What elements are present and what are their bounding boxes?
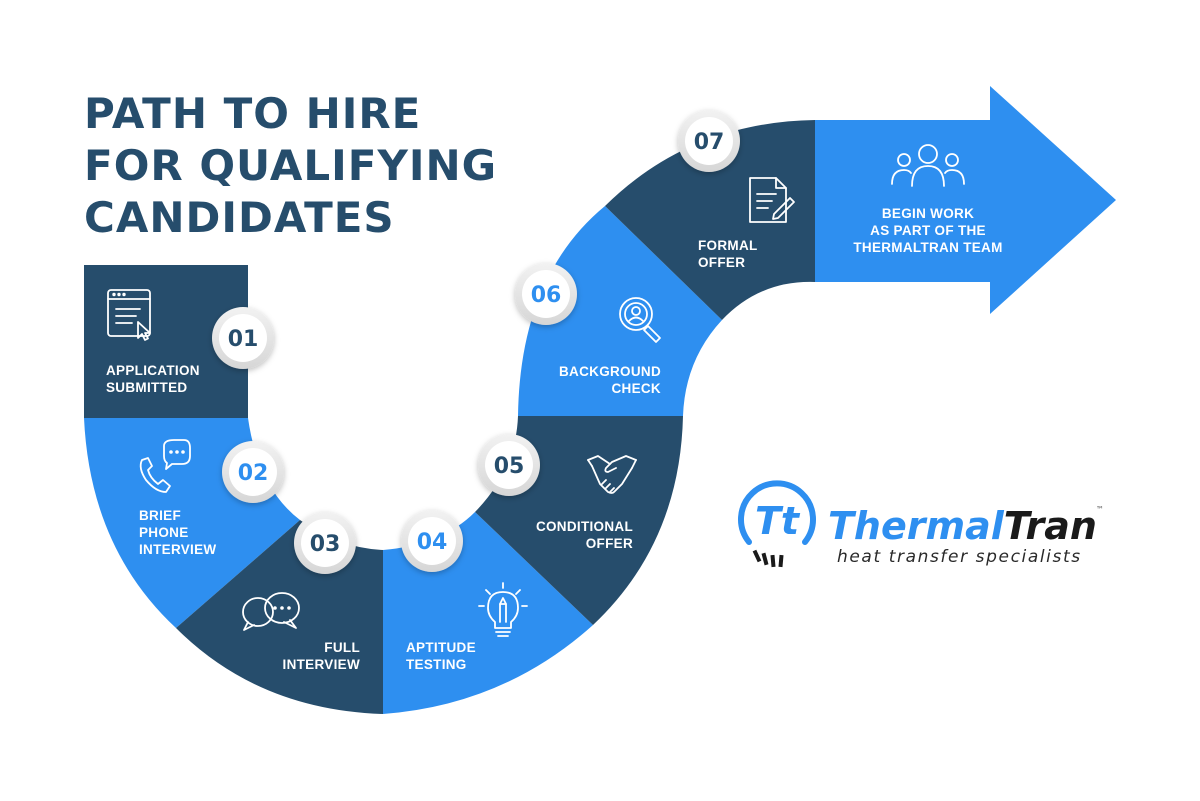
title-line-3: CANDIDATES bbox=[84, 193, 395, 242]
step-07-label: FORMAL OFFER bbox=[698, 238, 758, 270]
logo-wordmark: ThermalTran bbox=[828, 504, 1097, 548]
team-group-icon bbox=[891, 144, 965, 187]
svg-text:APTITUDE: APTITUDE bbox=[406, 640, 476, 655]
step-badge-04: 04 bbox=[401, 510, 463, 572]
document-pen-icon bbox=[749, 177, 795, 223]
segment-01 bbox=[84, 265, 248, 418]
svg-text:APPLICATION: APPLICATION bbox=[106, 363, 200, 378]
step-badge-03: 03 bbox=[294, 512, 356, 574]
logo-flame-marks bbox=[752, 549, 784, 568]
step-badge-02: 02 bbox=[222, 441, 284, 503]
step-05-label: CONDITIONAL OFFER bbox=[536, 519, 633, 551]
svg-text:05: 05 bbox=[494, 454, 525, 479]
svg-text:02: 02 bbox=[238, 461, 269, 486]
svg-text:INTERVIEW: INTERVIEW bbox=[283, 657, 360, 672]
svg-text:01: 01 bbox=[228, 327, 259, 352]
title-line-2: FOR QUALIFYING bbox=[84, 141, 497, 190]
segment-final-arrow bbox=[815, 86, 1116, 314]
page-title: PATH TO HIRE FOR QUALIFYING CANDIDATES bbox=[84, 89, 497, 242]
step-04-label: APTITUDE TESTING bbox=[406, 640, 476, 672]
step-badge-07: 07 bbox=[678, 110, 740, 172]
step-02-label: BRIEF PHONE INTERVIEW bbox=[139, 508, 216, 557]
svg-text:TESTING: TESTING bbox=[406, 657, 467, 672]
phone-chat-icon bbox=[139, 439, 191, 493]
svg-text:BRIEF: BRIEF bbox=[139, 508, 181, 523]
svg-text:THERMALTRAN TEAM: THERMALTRAN TEAM bbox=[853, 240, 1002, 255]
svg-text:OFFER: OFFER bbox=[698, 255, 745, 270]
step-06-label: BACKGROUND CHECK bbox=[559, 364, 661, 396]
step-badge-01: 01 bbox=[212, 307, 274, 369]
chat-bubbles-icon bbox=[242, 592, 300, 631]
step-icons bbox=[107, 144, 965, 637]
svg-text:AS PART OF THE: AS PART OF THE bbox=[870, 223, 986, 238]
step-labels: APPLICATION SUBMITTED BRIEF PHONE INTERV… bbox=[106, 206, 1002, 672]
segment-07 bbox=[605, 120, 815, 320]
svg-text:BACKGROUND: BACKGROUND bbox=[559, 364, 661, 379]
svg-text:CONDITIONAL: CONDITIONAL bbox=[536, 519, 633, 534]
final-label: BEGIN WORK AS PART OF THE THERMALTRAN TE… bbox=[853, 206, 1002, 255]
svg-text:CHECK: CHECK bbox=[611, 381, 661, 396]
logo-trademark: ™ bbox=[1096, 505, 1104, 514]
thermaltran-logo: Tt ThermalTran ™ heat transfer specialis… bbox=[738, 480, 1104, 568]
svg-text:FORMAL: FORMAL bbox=[698, 238, 758, 253]
svg-text:OFFER: OFFER bbox=[586, 536, 633, 551]
step-number-badges: 01 02 03 04 05 06 07 bbox=[212, 110, 740, 574]
svg-text:FULL: FULL bbox=[324, 640, 360, 655]
svg-text:INTERVIEW: INTERVIEW bbox=[139, 542, 216, 557]
svg-text:Tt: Tt bbox=[755, 499, 801, 543]
svg-text:04: 04 bbox=[417, 530, 448, 555]
application-form-icon bbox=[107, 289, 151, 341]
svg-text:SUBMITTED: SUBMITTED bbox=[106, 380, 187, 395]
step-badge-05: 05 bbox=[478, 434, 540, 496]
step-01-label: APPLICATION SUBMITTED bbox=[106, 363, 200, 395]
svg-text:PHONE: PHONE bbox=[139, 525, 189, 540]
svg-text:BEGIN WORK: BEGIN WORK bbox=[882, 206, 974, 221]
step-badge-06: 06 bbox=[515, 263, 577, 325]
svg-text:03: 03 bbox=[310, 532, 341, 557]
lightbulb-pencil-icon bbox=[478, 582, 528, 637]
svg-text:06: 06 bbox=[531, 283, 562, 308]
handshake-icon bbox=[587, 455, 637, 494]
step-03-label: FULL INTERVIEW bbox=[283, 640, 360, 672]
title-line-1: PATH TO HIRE bbox=[84, 89, 421, 138]
magnifier-person-icon bbox=[619, 297, 661, 343]
svg-text:07: 07 bbox=[694, 130, 725, 155]
logo-tagline: heat transfer specialists bbox=[837, 547, 1082, 567]
logo-monogram: Tt bbox=[738, 480, 816, 568]
